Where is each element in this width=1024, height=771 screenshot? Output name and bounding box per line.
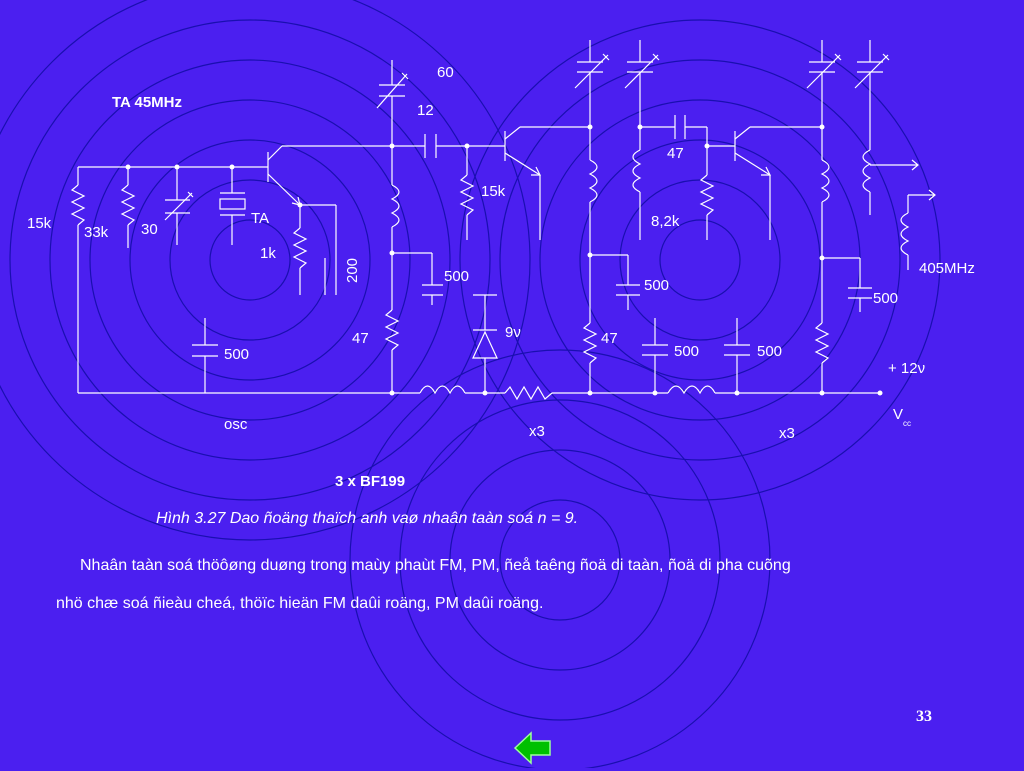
label-r-47-a: 47 bbox=[352, 330, 369, 347]
back-arrow-button[interactable] bbox=[513, 730, 553, 766]
figure-caption: Hình 3.27 Dao ñoäng thaïch anh vaø nhaân… bbox=[156, 510, 579, 527]
label-stage-osc: osc bbox=[224, 416, 248, 433]
label-r-1k: 1k bbox=[260, 245, 276, 262]
label-stage-x3-a: x3 bbox=[529, 423, 545, 440]
label-vcc: V bbox=[893, 406, 903, 423]
label-cap-500-b: 500 bbox=[644, 277, 669, 294]
label-cap-12: 12 bbox=[417, 102, 434, 119]
diagram-title: TA 45MHz bbox=[112, 94, 182, 111]
label-crystal: TA bbox=[251, 210, 269, 227]
label-r-47-b: 47 bbox=[601, 330, 618, 347]
label-supply: + 12ν bbox=[888, 360, 925, 377]
label-cap-30: 30 bbox=[141, 221, 158, 238]
page-number: 33 bbox=[916, 708, 932, 725]
label-freq-out: 405MHz bbox=[919, 260, 975, 277]
label-r-8k2: 8,2k bbox=[651, 213, 680, 230]
label-cap-500-c: 500 bbox=[674, 343, 699, 360]
label-cap-60: 60 bbox=[437, 64, 454, 81]
label-r-15k-left: 15k bbox=[27, 215, 52, 232]
label-cap-500-e: 500 bbox=[873, 290, 898, 307]
label-cap-200: 200 bbox=[344, 258, 361, 283]
label-r-33k: 33k bbox=[84, 224, 109, 241]
body-text-line-1: Nhaân taàn soá thöôøng duøng trong maùy … bbox=[80, 557, 791, 574]
body-text-line-2: nhö chæ soá ñieàu cheá, thöïc hieän FM d… bbox=[56, 595, 544, 612]
label-cap-500-osc: 500 bbox=[224, 346, 249, 363]
label-diode-9v: 9ν bbox=[505, 324, 521, 341]
label-cap-500-a: 500 bbox=[444, 268, 469, 285]
label-cap-500-d: 500 bbox=[757, 343, 782, 360]
back-arrow-icon bbox=[513, 731, 551, 765]
label-stage-x3-b: x3 bbox=[779, 425, 795, 442]
label-cap-47: 47 bbox=[667, 145, 684, 162]
label-vcc-subscript: cc bbox=[903, 419, 911, 428]
label-transistors: 3 x BF199 bbox=[335, 473, 405, 490]
label-r-15k-mid: 15k bbox=[481, 183, 506, 200]
